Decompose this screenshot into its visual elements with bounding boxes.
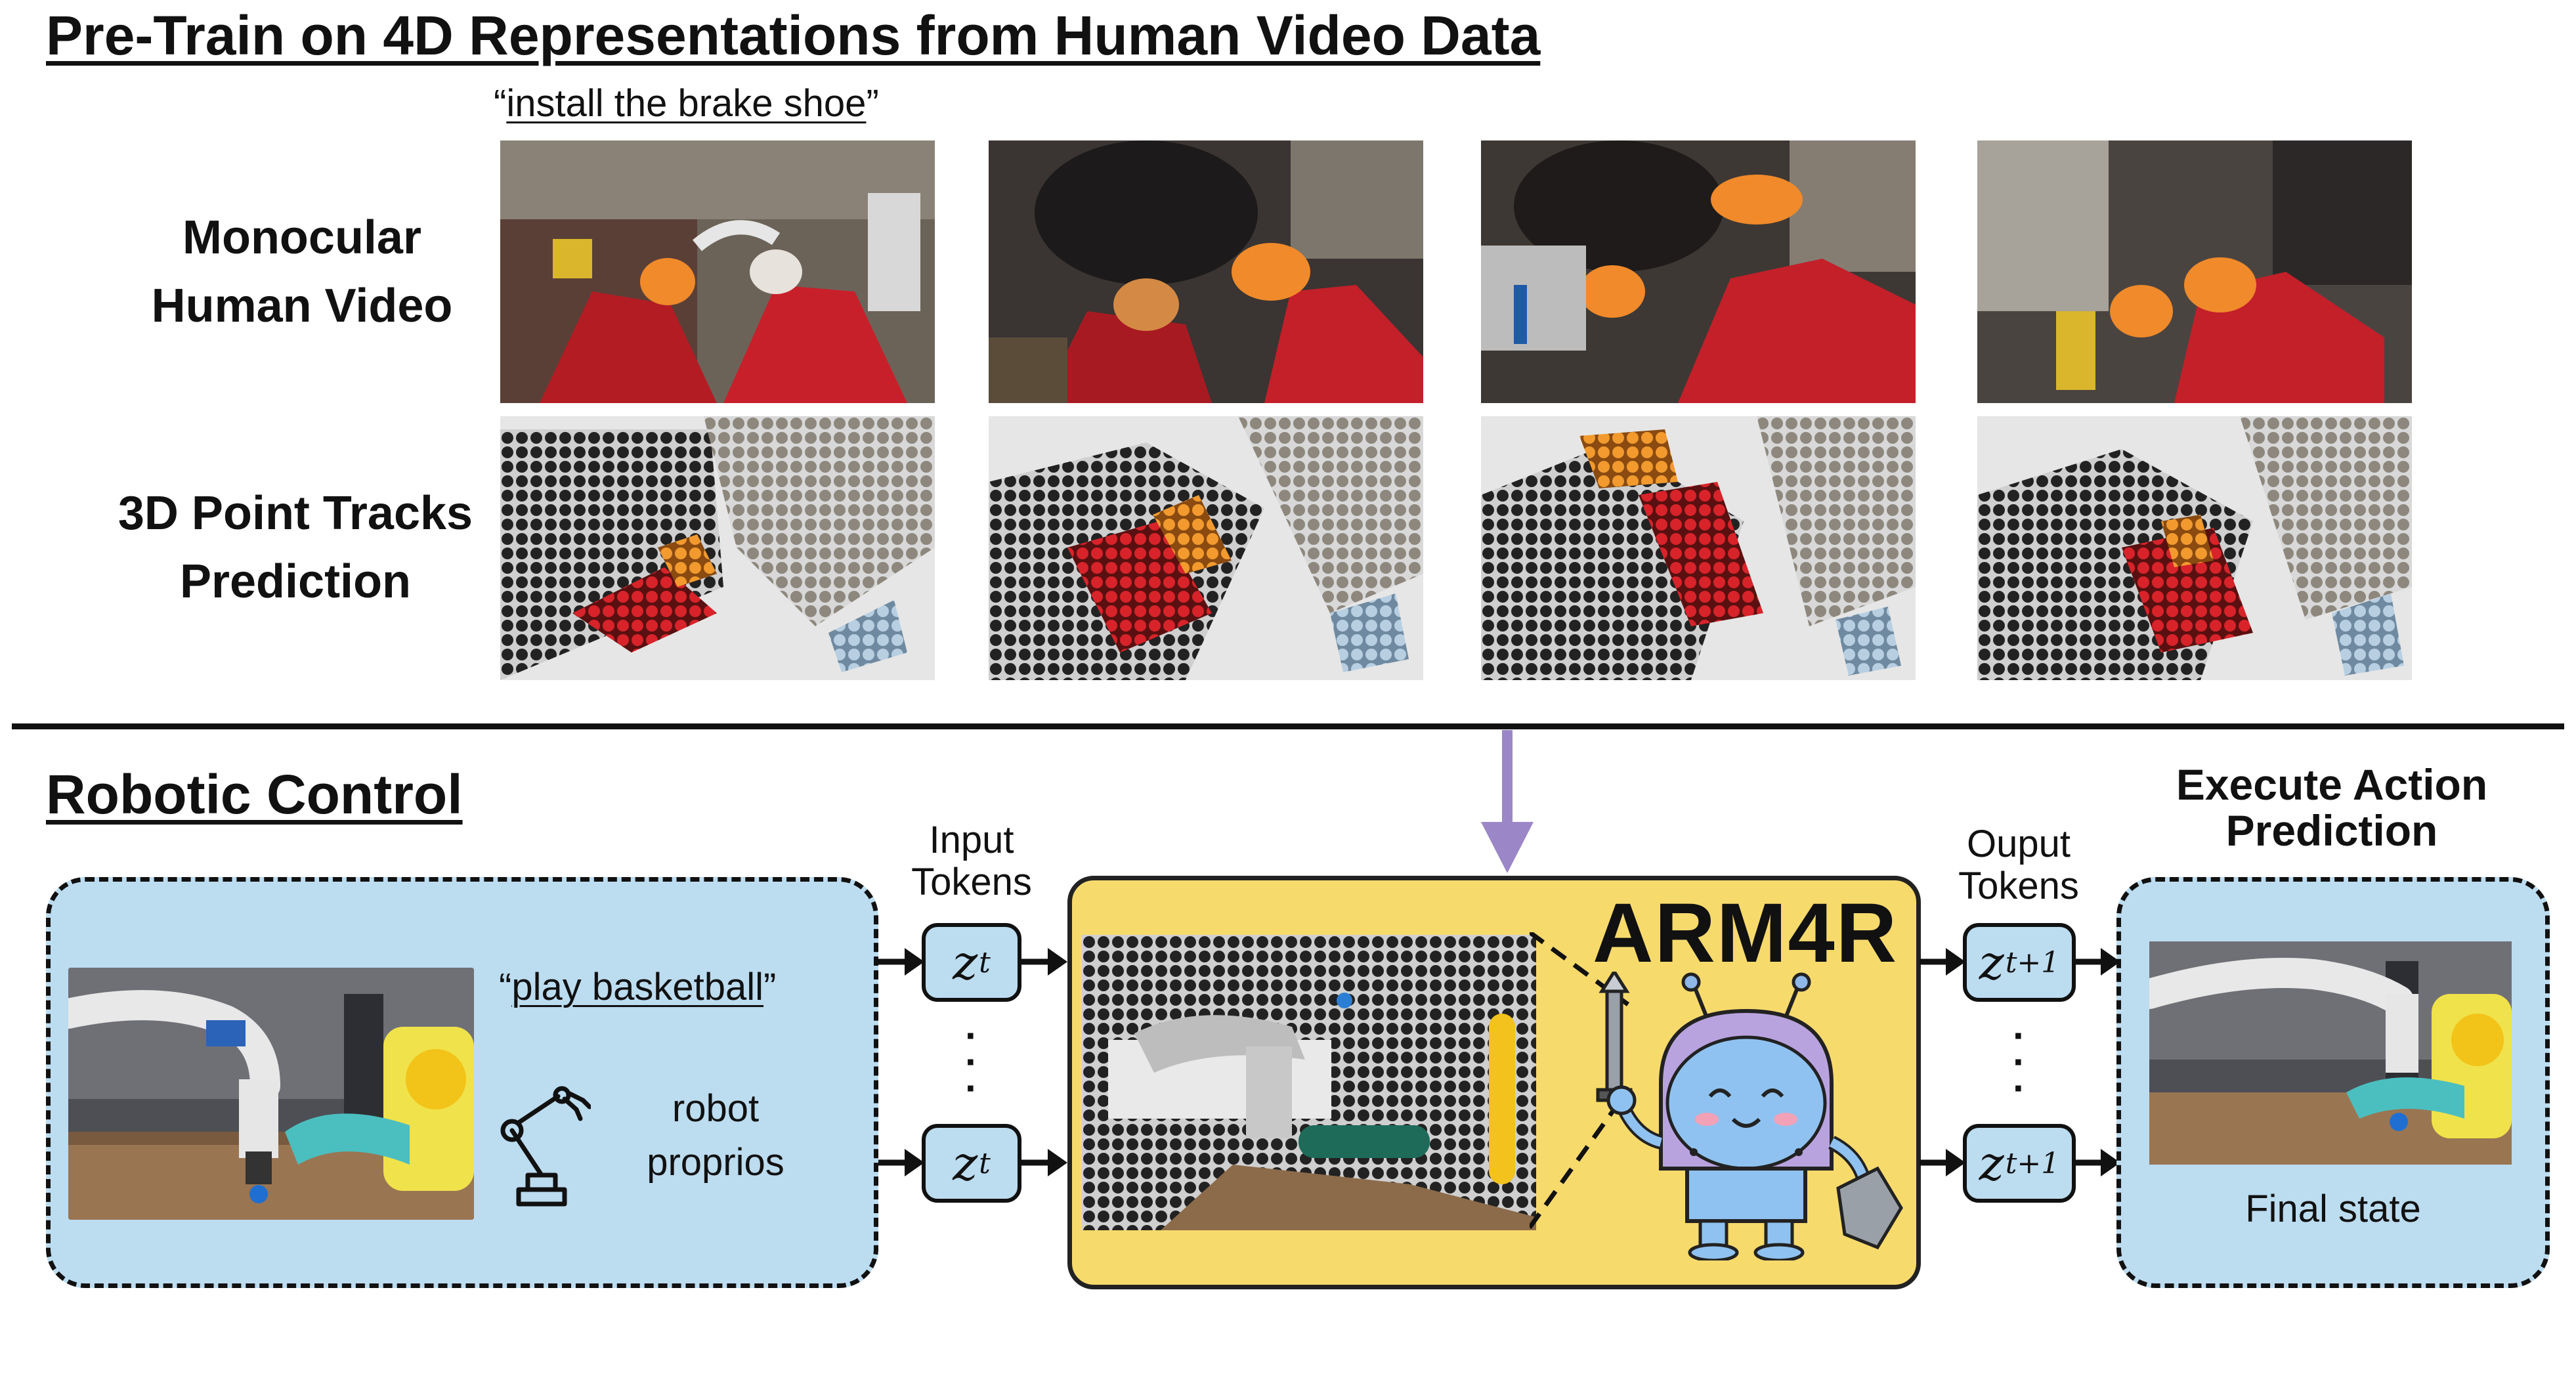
arrow-input-top-to-model xyxy=(1021,948,1067,976)
point-track-frame-4 xyxy=(1977,416,2412,680)
video-frame-3 xyxy=(1481,140,1916,403)
video-frame-2 xyxy=(989,140,1423,403)
pretrain-heading: Pre-Train on 4D Representations from Hum… xyxy=(46,5,1541,66)
robot-scene-image xyxy=(68,968,474,1220)
final-state-image xyxy=(2149,941,2512,1165)
model-name: ARM4R xyxy=(1593,886,1899,980)
arrow-input-bottom-to-model xyxy=(1021,1149,1067,1176)
model-point-cloud-image xyxy=(1082,935,1536,1230)
video-frame-1 xyxy=(500,140,935,403)
instruction-text: install the brake shoe xyxy=(506,82,867,125)
robot-mascot-icon xyxy=(1589,968,1904,1262)
input-tokens-caption: Input Tokens xyxy=(911,819,1032,903)
pretrain-to-model-arrow xyxy=(1481,730,1534,873)
instruction-quote: “install the brake shoe” xyxy=(494,82,879,125)
arrow-panel-to-input-bottom xyxy=(878,1149,924,1176)
execute-caption: Execute Action Prediction xyxy=(2176,760,2488,855)
arrow-output-bottom-to-execute xyxy=(2074,1149,2120,1176)
zoom-dashed-lines xyxy=(1530,932,1630,1230)
video-frame-4 xyxy=(1977,140,2412,403)
task-text: play basketball xyxy=(511,966,764,1008)
output-tokens-caption: Ouput Tokens xyxy=(1958,823,2079,907)
arrow-panel-to-input-top xyxy=(878,948,924,976)
robot-proprios-label: robot proprios xyxy=(647,1087,784,1184)
output-ellipsis: ··· xyxy=(2013,1014,2026,1110)
input-ellipsis: ··· xyxy=(965,1014,978,1110)
point-track-frame-1 xyxy=(500,416,935,680)
point-track-frame-2 xyxy=(989,416,1423,680)
robot-arm-icon xyxy=(499,1085,592,1209)
row-label-point-tracks: 3D Point Tracks Prediction xyxy=(118,487,473,608)
point-track-frame-3 xyxy=(1481,416,1916,680)
final-state-label: Final state xyxy=(2245,1188,2421,1230)
arrow-model-to-output-top xyxy=(1920,948,1965,976)
robotic-control-heading: Robotic Control xyxy=(46,763,463,825)
task-quote: “play basketball” xyxy=(499,966,777,1008)
arrow-model-to-output-bottom xyxy=(1920,1149,1965,1176)
section-divider xyxy=(12,723,2564,729)
arrow-output-top-to-execute xyxy=(2074,948,2120,976)
row-label-human-video: Monocular Human Video xyxy=(151,211,453,332)
